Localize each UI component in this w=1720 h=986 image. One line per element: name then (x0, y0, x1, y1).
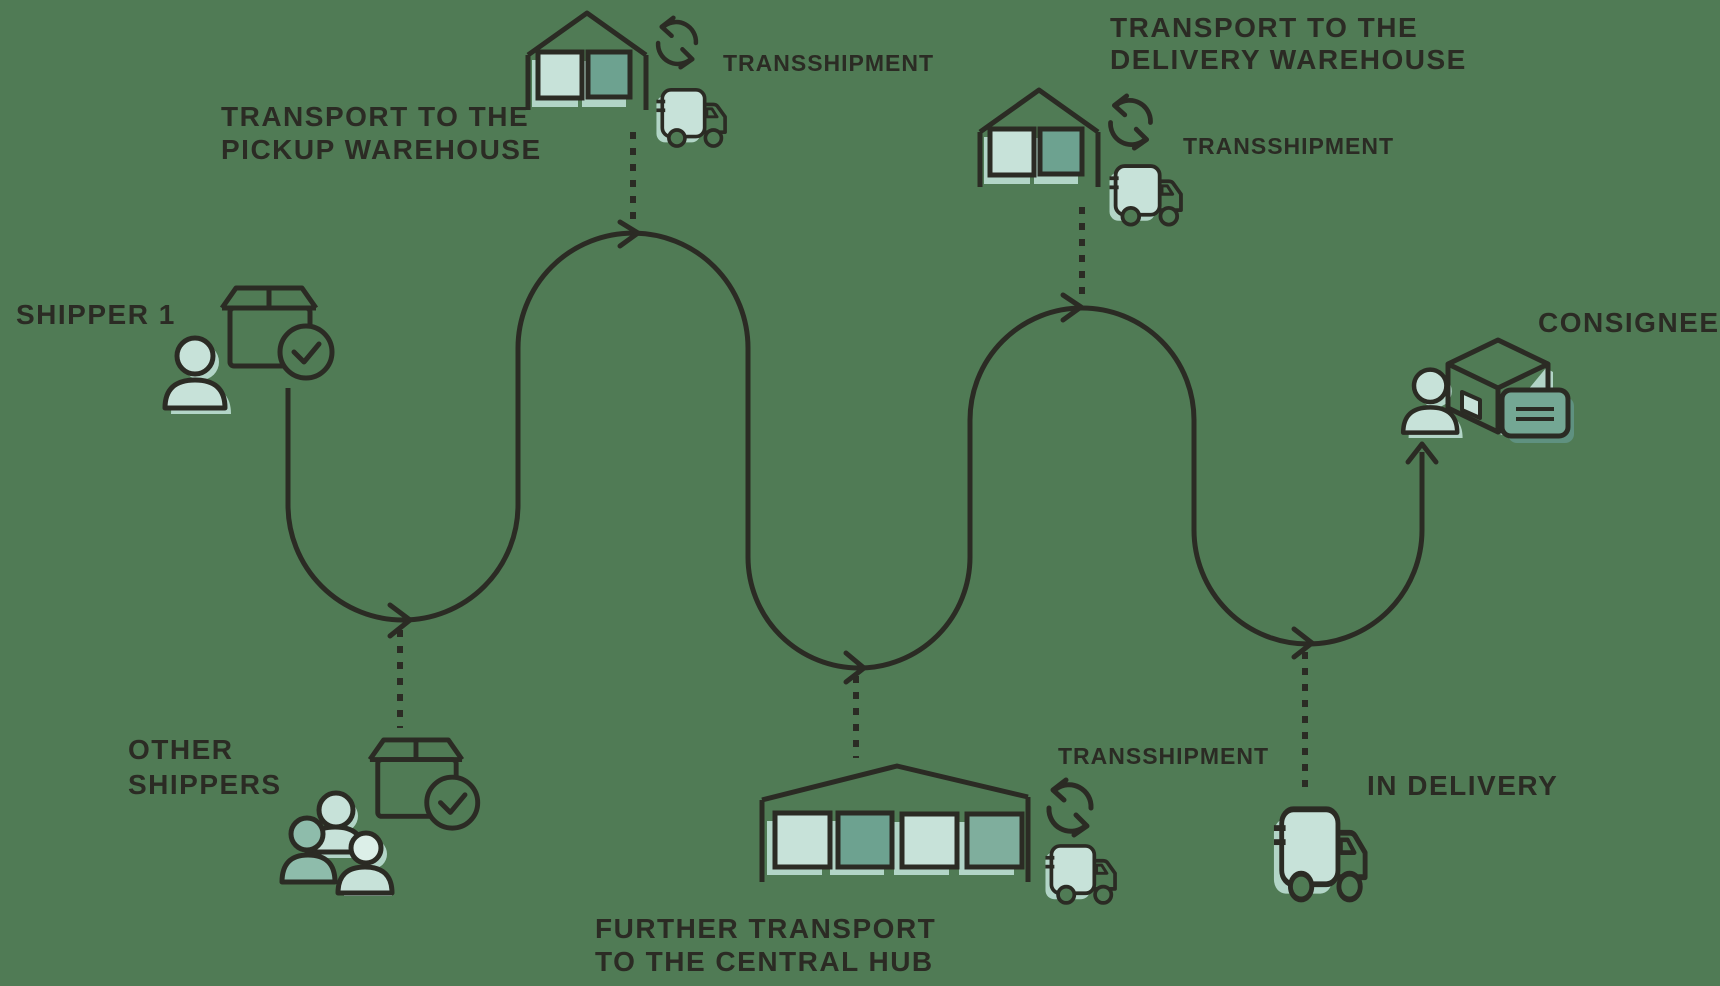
central-hub-label-line1: FURTHER TRANSPORT (595, 913, 937, 944)
transport-delivery-label-line1: TRANSPORT TO THE (1110, 12, 1419, 43)
transshipment-hub-label: TRANSSHIPMENT (1058, 743, 1270, 769)
central-hub-icon (759, 763, 1031, 882)
parcel-check-icon (222, 288, 332, 378)
dashed-connectors (397, 132, 1308, 796)
cycle-arrows-icon (1049, 780, 1091, 835)
route-path (285, 230, 1425, 671)
cycle-arrows-icon (1111, 96, 1151, 148)
other-shippers-label-line1: OTHER (128, 734, 234, 765)
parcel-check-icon (370, 740, 478, 828)
transshipment-delivery-label: TRANSSHIPMENT (1183, 133, 1395, 159)
truck-icon (1043, 844, 1117, 905)
person-icon (165, 338, 231, 414)
in-delivery-label: IN DELIVERY (1367, 770, 1559, 801)
other-shippers-label-line2: SHIPPERS (128, 769, 282, 800)
transshipment-pickup-label: TRANSSHIPMENT (723, 50, 935, 76)
transport-pickup-label-line1: TRANSPORT TO THE (221, 101, 530, 132)
route-arrow-icon (387, 219, 1439, 685)
transport-pickup-label-line2: PICKUP WAREHOUSE (221, 134, 542, 165)
truck-icon (1107, 164, 1183, 227)
warehouse-icon (528, 13, 646, 110)
transport-delivery-label-line2: DELIVERY WAREHOUSE (1110, 44, 1467, 75)
cycle-arrows-icon (658, 18, 696, 68)
people-group-icon (279, 790, 395, 896)
shipper1-label: SHIPPER 1 (16, 299, 176, 330)
consignee-label: CONSIGNEE (1538, 307, 1720, 338)
warehouse-icon (980, 90, 1098, 187)
central-hub-label-line2: TO THE CENTRAL HUB (595, 946, 934, 977)
delivery-note-icon (1499, 387, 1574, 443)
person-icon (1403, 370, 1462, 438)
truck-icon (654, 88, 727, 148)
delivery-truck-icon (1274, 809, 1365, 899)
